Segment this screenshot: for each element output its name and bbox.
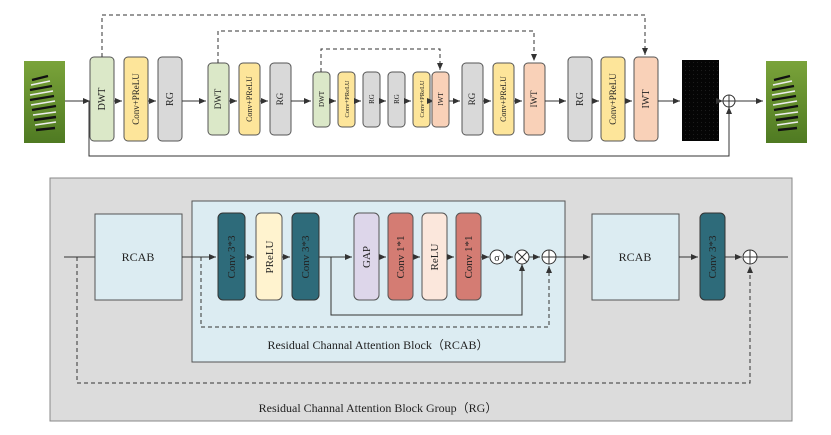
rg-label-4: RG bbox=[467, 92, 477, 105]
conv-prelu-label-3: Conv+PReLU bbox=[344, 80, 351, 118]
conv-prelu-label-4: Conv+PReLU bbox=[419, 80, 426, 118]
iwt-block-2 bbox=[523, 62, 546, 136]
iwt-block-3 bbox=[633, 56, 659, 142]
rg-block-1 bbox=[157, 56, 183, 142]
conv-prelu-block-5 bbox=[492, 62, 515, 136]
rg-label-3a: RG bbox=[368, 94, 376, 104]
conv33-label-b: Conv 3*3 bbox=[300, 235, 312, 279]
rg-block-4 bbox=[461, 62, 484, 136]
svg-text:σ: σ bbox=[494, 253, 500, 264]
rcab-right-block bbox=[591, 213, 680, 301]
rg-sum-icon bbox=[742, 249, 758, 265]
conv-prelu-block-2 bbox=[238, 62, 261, 136]
iwt-label-1: IWT bbox=[437, 92, 445, 106]
conv-prelu-block-1 bbox=[123, 56, 149, 142]
iwt-label-3: IWT bbox=[641, 90, 652, 109]
gap-label: GAP bbox=[361, 246, 373, 268]
top-sum-icon bbox=[722, 94, 736, 108]
rcab-left-label: RCAB bbox=[122, 250, 155, 264]
rcab-left-block bbox=[94, 213, 183, 301]
dwt-label-1: DWT bbox=[97, 88, 108, 111]
conv33-label-a: Conv 3*3 bbox=[226, 235, 238, 279]
sigmoid-icon: σ bbox=[489, 249, 505, 265]
conv-prelu-label-5: Conv+PReLU bbox=[499, 76, 508, 122]
rg-label-1: RG bbox=[165, 92, 176, 106]
iwt-label-2: IWT bbox=[529, 90, 539, 107]
rcab-caption: Residual Channal Attention Block（RCAB） bbox=[268, 338, 489, 352]
dwt-label-2: DWT bbox=[213, 88, 223, 109]
input-image bbox=[24, 61, 65, 143]
rg-caption: Residual Channal Attention Block Group（R… bbox=[259, 401, 498, 415]
conv11-label-a: Conv 1*1 bbox=[395, 235, 407, 278]
iwt-block-1 bbox=[431, 71, 450, 128]
rcab-right-label: RCAB bbox=[619, 250, 652, 264]
rg-block-2 bbox=[269, 62, 292, 136]
rg-label-3b: RG bbox=[393, 94, 401, 104]
dwt-label-3: DWT bbox=[318, 90, 326, 107]
prelu-label: PReLU bbox=[264, 240, 276, 273]
residual-image bbox=[682, 60, 719, 141]
conv11-label-b: Conv 1*1 bbox=[463, 235, 475, 278]
relu-label: ReLU bbox=[429, 244, 441, 271]
rg-label-5: RG bbox=[575, 92, 586, 106]
conv-prelu-label-1: Conv+PReLU bbox=[131, 73, 141, 125]
conv33-out-label: Conv 3*3 bbox=[707, 235, 719, 279]
rg-label-2: RG bbox=[275, 92, 285, 105]
rcab-sum-icon bbox=[541, 249, 557, 265]
output-image bbox=[766, 61, 807, 143]
multiply-icon bbox=[514, 249, 530, 265]
conv-prelu-label-6: Conv+PReLU bbox=[608, 73, 618, 125]
conv-prelu-label-2: Conv+PReLU bbox=[245, 76, 254, 122]
